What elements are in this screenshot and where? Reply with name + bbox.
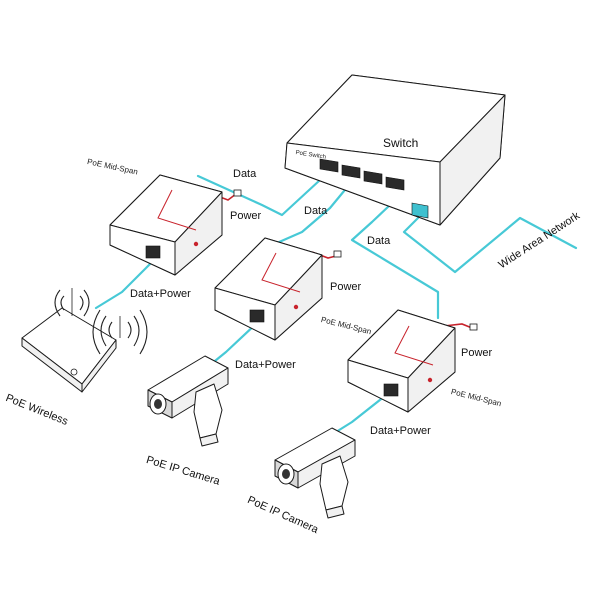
wireless-antenna-2-icon [92, 309, 148, 355]
data-label-3: Data [367, 235, 391, 247]
cable-midspan-1-to-wireless [94, 256, 158, 310]
switch-ports [319, 158, 429, 219]
data-label-2: Data [304, 205, 328, 217]
switch-label: Switch [383, 136, 419, 150]
power-label-2: Power [330, 281, 362, 293]
wireless-antenna-1-icon [54, 288, 90, 317]
switch-port-4-icon [385, 176, 405, 191]
cable-switch-to-midspan-2 [268, 183, 351, 248]
data-power-label-3: Data+Power [370, 425, 431, 437]
power-label-3: Power [461, 347, 493, 359]
camera-2-device [274, 427, 356, 519]
power-plug-1-icon [233, 189, 242, 197]
midspan-1-device [109, 174, 223, 276]
power-cord-3 [443, 323, 473, 329]
power-plug-3-icon [469, 323, 478, 331]
switch-port-1-icon [319, 158, 339, 173]
power-label-1: Power [230, 210, 262, 222]
midspan-3-device [347, 309, 456, 413]
wireless-ap-device [21, 288, 148, 393]
midspan-2-device [214, 237, 323, 341]
data-cables [94, 173, 578, 434]
power-plug-2-icon [333, 250, 342, 258]
data-power-label-1: Data+Power [130, 288, 191, 300]
camera-1-device [147, 355, 229, 447]
switch-port-3-icon [363, 170, 383, 185]
cable-switch-to-wan [402, 216, 578, 274]
midspan-3-port-icon [383, 383, 399, 397]
data-power-label-2: Data+Power [235, 359, 296, 371]
cable-switch-to-midspan-3 [350, 203, 440, 320]
midspan-2-port-icon [249, 309, 265, 323]
switch-port-2-icon [341, 164, 361, 179]
cable-midspan-2-to-camera-1 [208, 320, 260, 367]
cable-midspan-3-to-camera-2 [334, 390, 392, 434]
data-label-1: Data [233, 168, 257, 180]
switch-device [284, 74, 506, 226]
switch-uplink-port-icon [411, 202, 429, 219]
midspan-1-port-icon [145, 245, 161, 259]
